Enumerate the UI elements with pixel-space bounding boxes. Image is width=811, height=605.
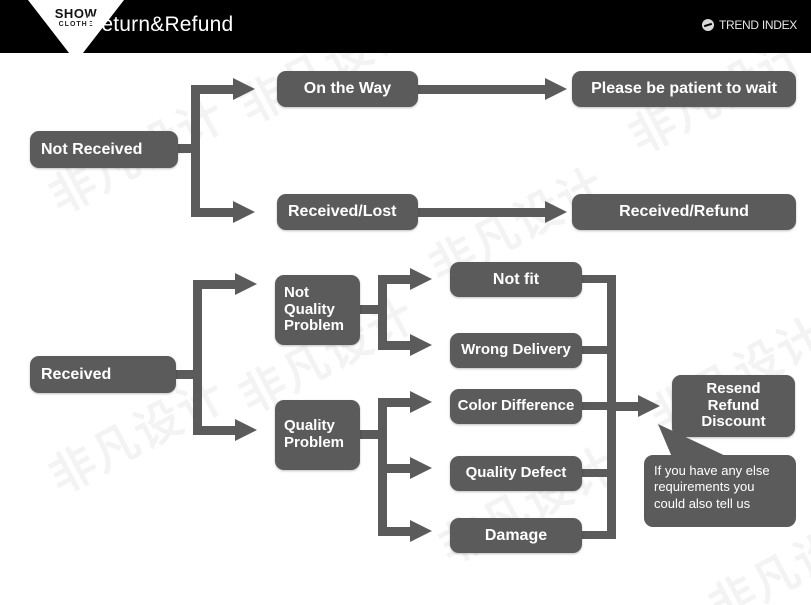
connector-segment <box>191 208 233 217</box>
node-wrong-delivery[interactable]: Wrong Delivery <box>450 333 582 368</box>
node-label: Received/Lost <box>288 203 397 221</box>
arrow-head-icon <box>233 201 255 223</box>
arrow-head-icon <box>410 268 432 290</box>
connector-segment <box>191 85 200 217</box>
connector-segment <box>378 275 387 350</box>
node-label: On the Way <box>303 80 392 98</box>
trend-index-icon <box>701 19 714 31</box>
connector-segment <box>178 144 198 153</box>
node-label: Quality Defect <box>465 464 567 482</box>
node-damage[interactable]: Damage <box>450 518 582 553</box>
logo-primary-text: SHOW <box>54 6 98 21</box>
connector-segment <box>378 464 410 473</box>
connector-segment <box>193 280 202 435</box>
node-label-line2: Quality <box>284 300 335 318</box>
connector-segment <box>378 398 410 407</box>
node-label: Please be patient to wait <box>591 80 777 98</box>
brand-label: TREND INDEX <box>718 18 797 32</box>
connector-segment <box>582 469 615 477</box>
callout-line3: could also tell us <box>654 495 751 511</box>
node-received-lost[interactable]: Received/Lost <box>277 194 418 230</box>
callout-note[interactable]: If you have any else requirements you co… <box>644 455 796 527</box>
connector-segment <box>193 426 235 435</box>
page-header <box>0 0 811 53</box>
node-quality-problem[interactable]: Quality Problem <box>275 400 360 470</box>
arrow-head-icon <box>638 395 660 417</box>
node-label-line1: Resend <box>706 379 761 397</box>
node-label: Damage <box>484 526 548 544</box>
logo-secondary-text: CLOTHE <box>58 21 94 28</box>
arrow-head-icon <box>235 419 257 441</box>
triangle-logo-icon <box>28 0 124 62</box>
node-label-line2: Problem <box>284 434 345 451</box>
connector-segment <box>582 275 615 283</box>
node-please-be-patient-to-wait[interactable]: Please be patient to wait <box>572 71 796 107</box>
node-on-the-way[interactable]: On the Way <box>277 71 418 107</box>
connector-segment <box>191 85 233 94</box>
arrow-head-icon <box>410 457 432 479</box>
node-received[interactable]: Received <box>30 356 176 393</box>
brand-badge: TREND INDEX <box>701 18 797 32</box>
arrow-head-icon <box>410 520 432 542</box>
node-label: Not fit <box>492 270 540 288</box>
node-not-received[interactable]: Not Received <box>30 131 178 168</box>
node-label: Received <box>41 365 112 383</box>
arrow-head-icon <box>235 273 257 295</box>
arrow-head-icon <box>410 334 432 356</box>
node-label: Color Difference <box>457 397 575 415</box>
node-label: Received/Refund <box>619 203 749 221</box>
node-received-refund[interactable]: Received/Refund <box>572 194 796 230</box>
node-label-line1: Not <box>284 283 309 301</box>
node-label-line2: Refund <box>707 396 760 414</box>
callout-line2: requirements you <box>654 479 755 495</box>
connector-segment <box>417 208 547 217</box>
connector-segment <box>360 430 384 439</box>
connector-segment <box>378 527 410 536</box>
connector-segment <box>607 402 643 411</box>
connector-segment <box>176 370 200 379</box>
callout-line1: If you have any else <box>654 463 770 478</box>
arrow-head-icon <box>410 391 432 413</box>
node-color-difference[interactable]: Color Difference <box>450 389 582 424</box>
connector-segment <box>582 402 615 410</box>
node-not-fit[interactable]: Not fit <box>450 262 582 297</box>
page-title: Return&Refund <box>86 13 234 36</box>
node-not-quality-problem[interactable]: Not Quality Problem <box>275 275 360 345</box>
node-label-line3: Problem <box>284 317 345 335</box>
logo: SHOW CLOTHE <box>28 0 124 62</box>
connector-segment <box>582 346 615 354</box>
node-quality-defect[interactable]: Quality Defect <box>450 456 582 491</box>
arrow-head-icon <box>233 78 255 100</box>
connector-segment <box>193 280 235 289</box>
node-label: Not Received <box>41 140 143 158</box>
connector-segment <box>360 305 384 314</box>
node-label: Wrong Delivery <box>461 341 571 359</box>
node-label-line3: Discount <box>701 413 766 431</box>
node-label-line1: Quality <box>284 417 335 435</box>
connector-segment <box>582 531 615 539</box>
connector-segment <box>378 398 387 528</box>
connector-segment <box>417 85 547 94</box>
connector-segment <box>378 341 410 350</box>
node-resend-refund-discount[interactable]: Resend Refund Discount <box>672 375 795 437</box>
arrow-head-icon <box>545 78 567 100</box>
connector-segment <box>378 275 410 284</box>
arrow-head-icon <box>545 201 567 223</box>
